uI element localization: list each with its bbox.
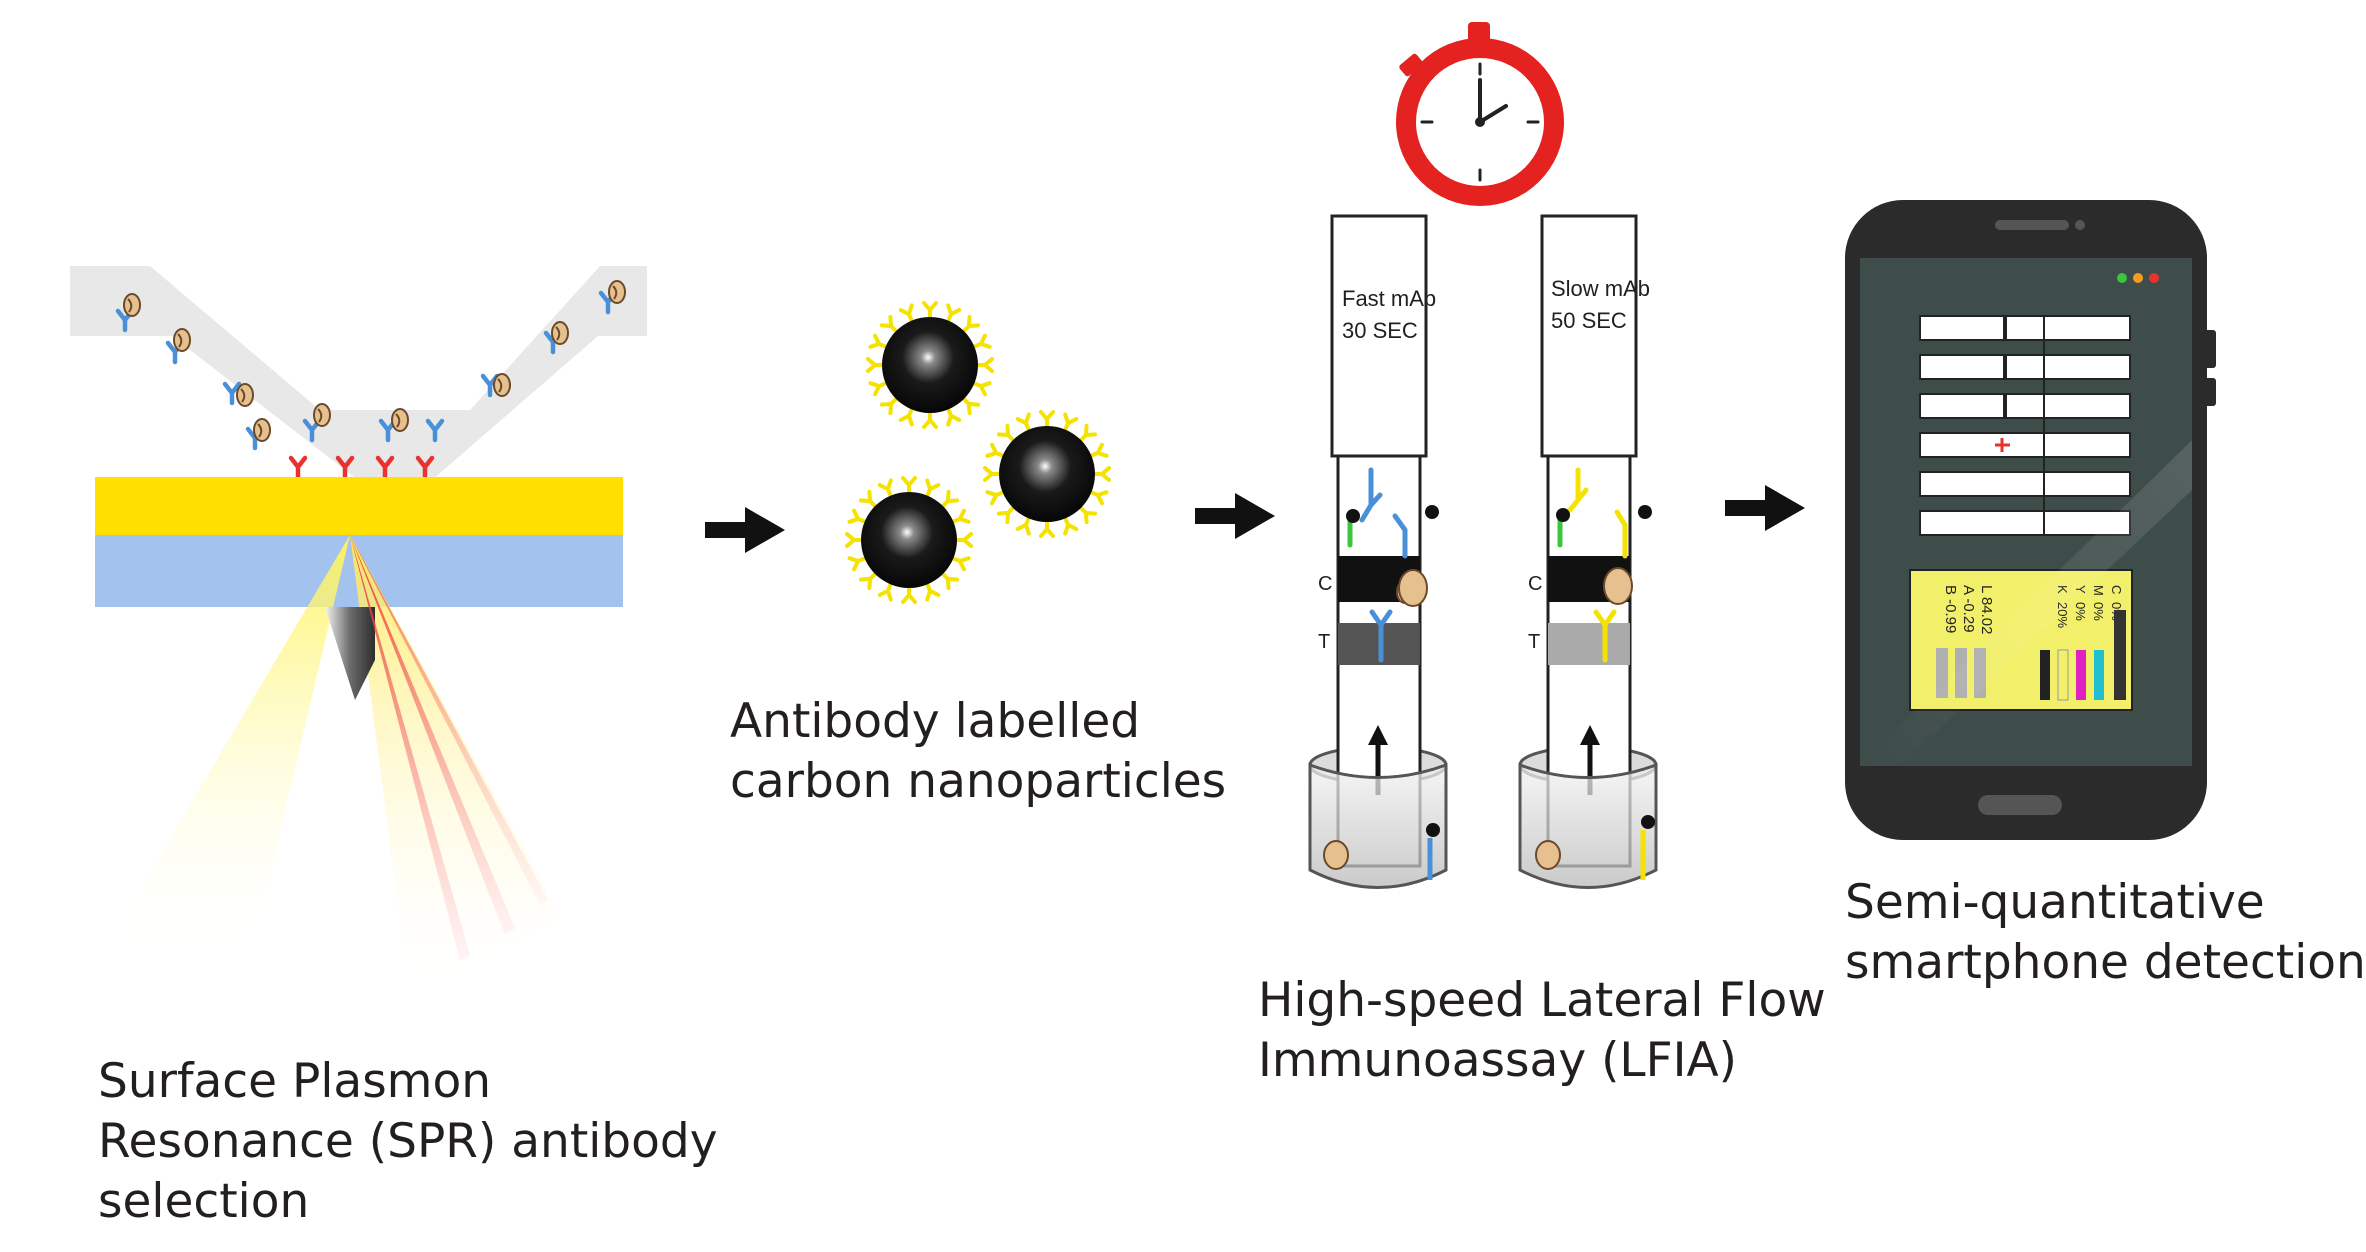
caption-nanoparticles: Antibody labelled carbon nanoparticles [730,692,1226,812]
smartphone: L 84.02 A -0.29 B -0.99 C M Y K 0% 0% 0%… [1845,200,2216,840]
workflow-diagram: Fast mAb 30 SEC C T Slow mAb 50 SEC C [70,22,2216,1000]
prism [325,607,375,700]
stopwatch-icon [1396,22,1564,206]
strip-slow-label-1: Slow mAb [1551,276,1650,301]
lfia-strip-slow: Slow mAb 50 SEC C T [1518,214,1658,889]
arrow-1 [705,507,785,553]
caption-np-line-1: Antibody labelled [730,694,1141,749]
caption-spr-line-3: selection [98,1174,310,1229]
caption-lfia-line-2: Immunoassay (LFIA) [1258,1033,1737,1088]
screen-glare [1860,440,2192,766]
caption-phone-line-2: smartphone detection [1845,935,2366,990]
test-line [1548,623,1630,665]
cmyk-y-value: 0% [2073,602,2088,621]
cmyk-m-label: M [2091,585,2106,596]
lab-values: L 84.02 A -0.29 B -0.99 [1942,585,1995,635]
cmyk-m-value: 0% [2091,602,2106,621]
caption-smartphone: Semi-quantitative smartphone detection [1845,873,2366,993]
arrow-3 [1725,485,1805,531]
lab-l: L 84.02 [1978,585,1995,635]
caption-spr-line-2: Resonance (SPR) antibody [98,1114,718,1169]
cmyk-c-label: C [2109,585,2124,594]
nanoparticles [845,301,1111,604]
caption-spr: Surface Plasmon Resonance (SPR) antibody… [98,1052,718,1232]
nanoparticle [845,476,973,604]
reflected-beam [350,535,560,1000]
lfia-strip-fast: Fast mAb 30 SEC C T [1308,214,1448,889]
strip-slow-label-2: 50 SEC [1551,308,1627,333]
strip-fast-label-1: Fast mAb [1342,286,1436,311]
caption-lfia-line-1: High-speed Lateral Flow [1258,973,1826,1028]
caption-phone-line-1: Semi-quantitative [1845,875,2265,930]
flow-arrows [705,485,1805,553]
strip-fast-c: C [1318,573,1332,595]
strip-fast-t: T [1318,631,1330,653]
strip-slow-c: C [1528,573,1542,595]
incident-beam [110,535,350,960]
arrow-2 [1195,493,1275,539]
caption-spr-line-1: Surface Plasmon [98,1054,492,1109]
gold-layer [95,477,623,535]
strip-fast-label-2: 30 SEC [1342,318,1418,343]
cmyk-bars [2040,610,2126,701]
nanoparticle [983,410,1111,538]
flow-channel [70,266,647,480]
caption-np-line-2: carbon nanoparticles [730,754,1227,809]
strip-slow-t: T [1528,631,1540,653]
spr-panel [70,266,647,1000]
nanoparticle [866,301,994,429]
reflected-red-lines [350,535,548,960]
lab-a: A -0.29 [1960,585,1977,633]
strip-thumbnails [1919,315,2131,536]
lab-b: B -0.99 [1942,585,1959,633]
caption-lfia: High-speed Lateral Flow Immunoassay (LFI… [1258,971,1826,1091]
